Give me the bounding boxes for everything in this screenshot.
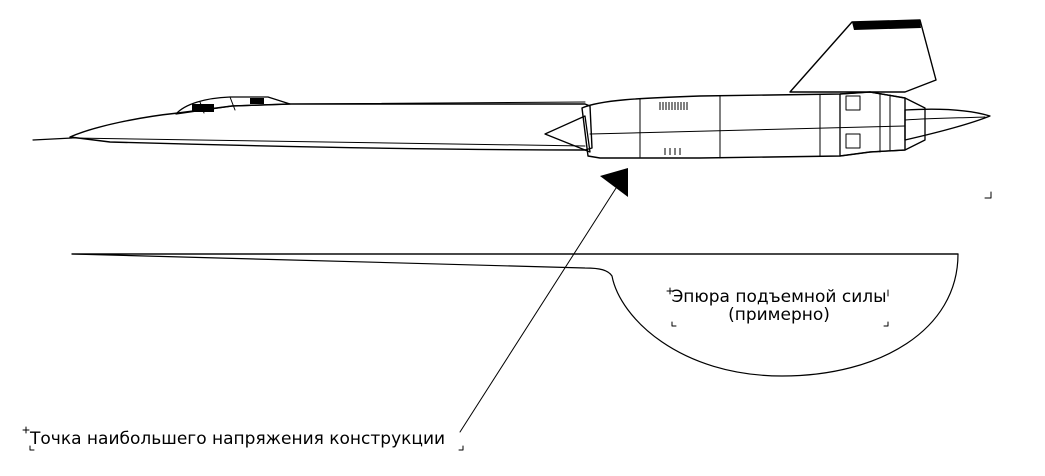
fuselage — [69, 103, 593, 151]
leader-arrowhead — [600, 168, 628, 197]
nozzle-section — [839, 91, 926, 157]
nacelle-panel-line-1 — [589, 125, 906, 135]
canopy-window-rear — [250, 98, 264, 104]
tail-fin — [789, 19, 937, 93]
aircraft-side-view — [32, 19, 991, 159]
cad-corner-mark — [984, 191, 992, 199]
nacelle-vents-lower — [664, 148, 681, 155]
stress-label-group: Точка наибольшего напряжения конструкции — [22, 426, 464, 451]
lift-distribution-area — [71, 253, 959, 377]
stress-point-leader — [459, 168, 628, 433]
lift-label-frame-marks — [666, 287, 889, 327]
nacelle-vents-upper — [659, 102, 688, 110]
lift-label-group: Эпюра подъемной силы (примерно) — [666, 287, 889, 327]
pitot-probe — [32, 137, 73, 141]
canopy — [175, 96, 291, 115]
fuselage-chine — [71, 137, 586, 147]
tail-cone-line — [904, 116, 986, 121]
engine-nacelle — [581, 91, 906, 159]
lift-distribution-diagram — [71, 253, 959, 377]
tail-fin-cap — [852, 20, 921, 30]
nozzle-vent-upper — [845, 95, 861, 111]
nozzle-vent-lower — [845, 133, 861, 149]
tail-cone — [904, 108, 991, 141]
fuselage-spine — [289, 101, 586, 105]
stress-point-label: Точка наибольшего напряжения конструкции — [29, 429, 445, 449]
stress-label-frame-marks — [22, 426, 464, 451]
leader-line — [459, 184, 619, 433]
lift-label-line1: Эпюра подъемной силы — [671, 287, 886, 307]
inlet-spike — [544, 115, 591, 153]
nozzle-ring — [879, 93, 891, 153]
lift-label-line2: (примерно) — [728, 305, 830, 325]
canopy-window-front — [192, 104, 214, 112]
